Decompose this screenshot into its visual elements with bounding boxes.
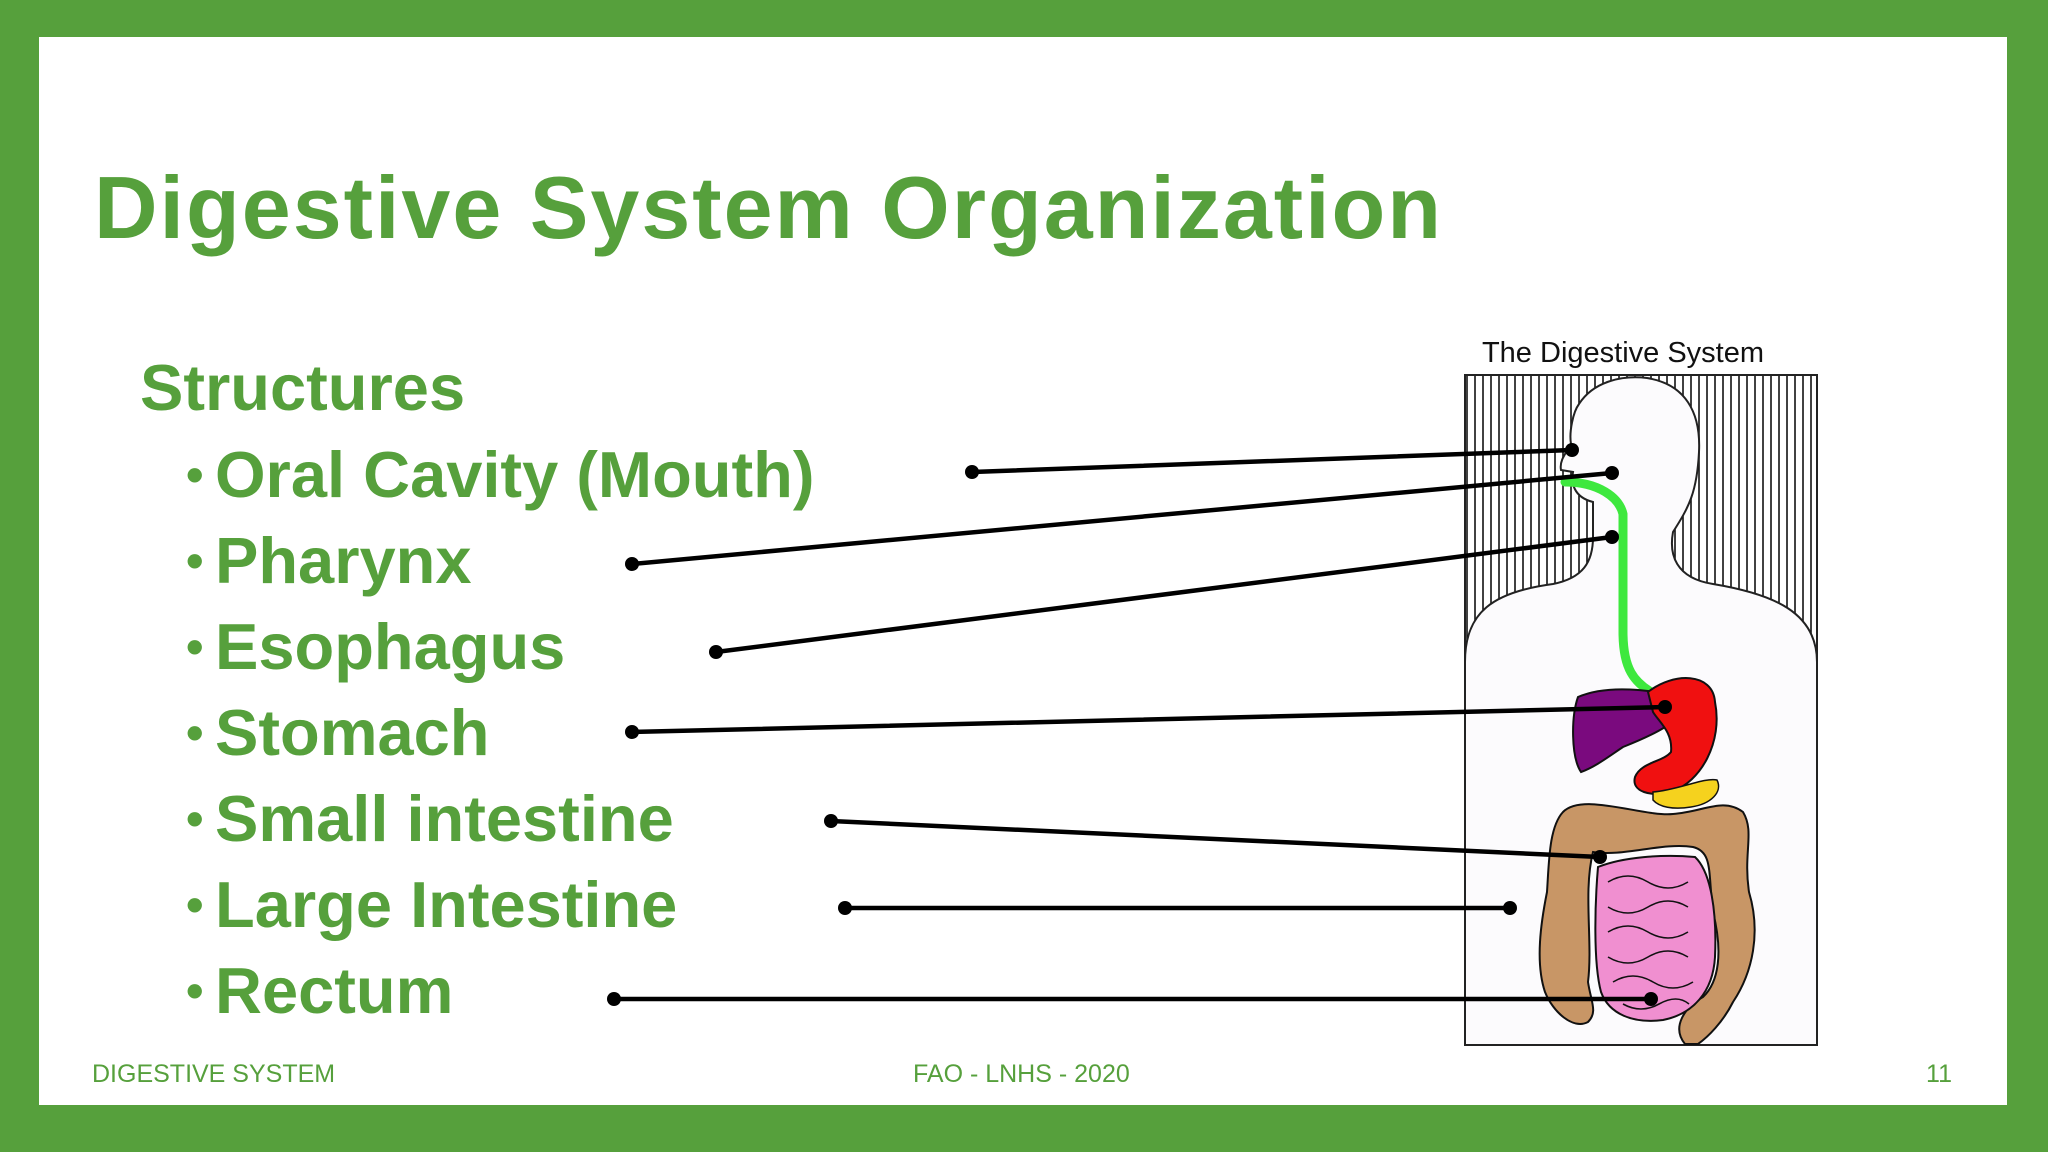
structure-large-intestine: Large Intestine — [215, 868, 678, 941]
slide-title: Digestive System Organization — [94, 158, 1444, 257]
digestive-system-illustration: The Digestive System — [1464, 337, 1818, 1046]
structures-heading: Structures — [140, 351, 466, 424]
list-item: •Pharynx — [186, 518, 814, 604]
structure-small-intestine: Small intestine — [215, 782, 674, 855]
footer-section-title: DIGESTIVE SYSTEM — [92, 1060, 336, 1088]
list-item: •Rectum — [186, 948, 814, 1034]
pancreas-shape — [1652, 778, 1720, 809]
bullet-icon: • — [186, 963, 204, 1019]
structure-esophagus: Esophagus — [215, 610, 566, 683]
list-item: •Stomach — [186, 690, 814, 776]
slide: Digestive System Organization Structures… — [39, 37, 2007, 1105]
leader-dot — [965, 465, 979, 479]
bullet-icon: • — [186, 791, 204, 847]
list-item: •Esophagus — [186, 604, 814, 690]
structure-stomach: Stomach — [215, 696, 490, 769]
list-item: •Small intestine — [186, 776, 814, 862]
leader-dot — [838, 901, 852, 915]
small-intestine-shape — [1594, 854, 1717, 1022]
structure-list: •Oral Cavity (Mouth) •Pharynx •Esophagus… — [186, 432, 814, 1034]
footer-page-number: 11 — [1926, 1060, 1952, 1088]
structure-oral-cavity: Oral Cavity (Mouth) — [215, 438, 815, 511]
bullet-icon: • — [186, 619, 204, 675]
illustration-title: The Digestive System — [1482, 337, 1764, 369]
list-item: •Large Intestine — [186, 862, 814, 948]
bullet-icon: • — [186, 447, 204, 503]
bullet-icon: • — [186, 533, 204, 589]
structure-pharynx: Pharynx — [215, 524, 472, 597]
bullet-icon: • — [186, 877, 204, 933]
small-intestine-folds — [1607, 875, 1694, 1010]
list-item: •Oral Cavity (Mouth) — [186, 432, 814, 518]
leader-dot — [824, 814, 838, 828]
footer-author: FAO - LNHS - 2020 — [913, 1060, 1130, 1088]
bullet-icon: • — [186, 705, 204, 761]
structure-rectum: Rectum — [215, 954, 454, 1027]
